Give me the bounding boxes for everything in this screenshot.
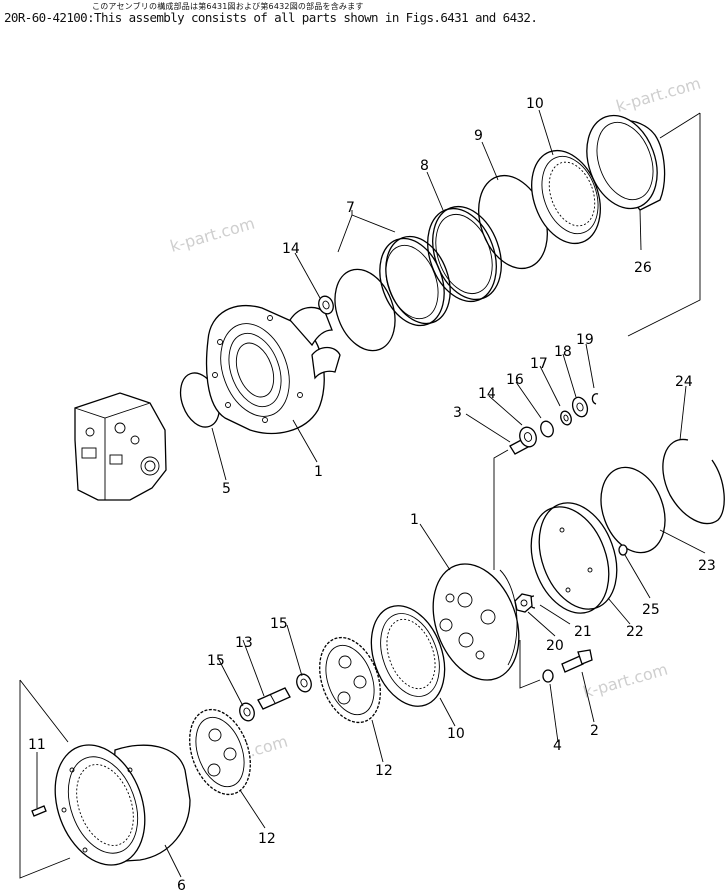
floating-seal-8-drawing (427, 205, 502, 303)
callout-14: 14 (478, 386, 496, 402)
ring-16-drawing (540, 420, 554, 438)
callout-10: 10 (447, 726, 465, 742)
planet-gear-12-upper-drawing (319, 636, 381, 724)
callout-18: 18 (554, 344, 572, 360)
watermark: k-part.com (581, 660, 670, 702)
planet-gear-12-lower-drawing (189, 708, 251, 796)
o-ring-7-drawing (334, 268, 396, 352)
snap-ring-19-drawing (591, 393, 599, 405)
callout-15: 15 (207, 653, 225, 669)
callout-3: 3 (453, 405, 462, 421)
callout-8: 8 (420, 158, 429, 174)
japanese-note: このアセンブリの構成部品は第6431図および第6432図の部品を含みます (92, 2, 364, 11)
callout-22: 22 (626, 624, 644, 640)
callout-15: 15 (270, 616, 288, 632)
assembly-note: 20R-60-42100:This assembly consists of a… (4, 10, 538, 25)
callout-21: 21 (574, 624, 592, 640)
callout-6: 6 (177, 878, 186, 891)
callout-10: 10 (526, 96, 544, 112)
watermark: k-part.com (614, 74, 703, 116)
outer-ring-26-drawing (586, 114, 666, 211)
callout-2: 2 (590, 723, 599, 739)
gear-18-drawing (571, 396, 589, 418)
callout-12: 12 (375, 763, 393, 779)
valve-block-drawing (74, 392, 167, 501)
plug-25-drawing (618, 544, 628, 556)
callout-19: 19 (576, 332, 594, 348)
callout-25: 25 (642, 602, 660, 618)
washer-17-drawing (560, 410, 572, 426)
callout-11: 11 (28, 737, 46, 753)
cover-22-drawing (530, 502, 618, 614)
callout-1: 1 (410, 512, 419, 528)
shaft-13-drawing (257, 687, 291, 710)
bearing-14-upper-drawing (318, 295, 334, 315)
watermark: k-part.com (168, 214, 257, 256)
callout-9: 9 (474, 128, 483, 144)
bearing-15-left-drawing (239, 702, 255, 722)
callout-5: 5 (222, 481, 231, 497)
bearing-15-right-drawing (296, 673, 312, 693)
callout-17: 17 (530, 356, 548, 372)
ring-gear-6-drawing (54, 744, 191, 866)
callout-20: 20 (546, 638, 564, 654)
callout-4: 4 (553, 738, 562, 754)
callout-13: 13 (235, 635, 253, 651)
dowel-pin-11-drawing (31, 805, 47, 817)
washer-4-drawing (542, 669, 554, 683)
callout-26: 26 (634, 260, 652, 276)
bearing-10-upper-drawing (531, 149, 601, 245)
bearing-14-lower-drawing (519, 426, 537, 448)
callout-1: 1 (314, 464, 323, 480)
leader-lines (19, 109, 706, 879)
callout-23: 23 (698, 558, 716, 574)
bearing-10-lower-drawing (370, 605, 446, 707)
snap-ring-24-drawing (662, 438, 725, 525)
callout-14: 14 (282, 241, 300, 257)
callout-16: 16 (506, 372, 524, 388)
o-ring-23-drawing (600, 466, 666, 554)
carrier-drawing (432, 563, 520, 681)
callout-12: 12 (258, 831, 276, 847)
seal-ring-7-drawing (379, 235, 451, 327)
callout-7: 7 (346, 200, 355, 216)
housing-drawing (205, 304, 341, 435)
callout-24: 24 (675, 374, 693, 390)
nut-20-drawing (514, 593, 533, 613)
bolt-2-drawing (561, 649, 593, 673)
